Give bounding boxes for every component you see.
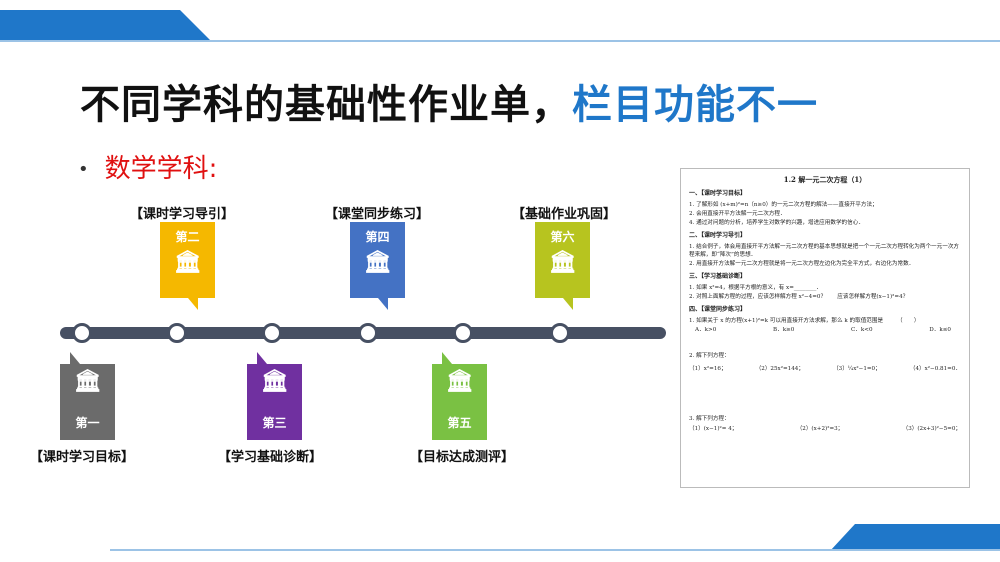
header-divider bbox=[0, 40, 1000, 42]
title-main: 不同学科的基础性作业单， bbox=[80, 82, 572, 128]
option: C．k<0 bbox=[851, 327, 873, 334]
building-icon: 🏛 bbox=[173, 250, 202, 275]
title-highlight: 栏目功能不一 bbox=[572, 82, 818, 128]
section-heading: 一、【课时学习目标】 bbox=[689, 189, 747, 197]
bullet-dot: • bbox=[78, 159, 89, 180]
step-card-4: 第四 🏛 bbox=[350, 222, 405, 310]
step-label: 第六 bbox=[550, 230, 575, 244]
step-label: 第一 bbox=[75, 416, 100, 430]
timeline-node bbox=[167, 323, 187, 343]
footer-divider bbox=[110, 549, 1000, 551]
option: D．k≤0 bbox=[929, 327, 951, 334]
section-heading: 四、【课堂同步练习】 bbox=[689, 305, 747, 313]
option: A．k>0 bbox=[695, 327, 717, 334]
equation: （3）¼x²−1=0； bbox=[833, 365, 881, 372]
footer-accent-bar bbox=[830, 524, 1000, 551]
section-heading: 二、【课时学习导引】 bbox=[689, 231, 747, 239]
timeline-node bbox=[72, 323, 92, 343]
step-card-2: 第二 🏛 bbox=[160, 222, 215, 310]
timeline-node bbox=[262, 323, 282, 343]
building-icon: 🏛 bbox=[548, 250, 577, 275]
timeline-node bbox=[358, 323, 378, 343]
worksheet-line: 1. 如果 x²=4，根据平方根的意义，有 x=________． bbox=[689, 284, 822, 291]
worksheet-line: 1. 结合例子，体会用直接开平方法解一元二次方程的基本思想就是把一个一元二次方程… bbox=[689, 243, 960, 259]
step-label: 第四 bbox=[365, 230, 390, 244]
section-heading: 三、【学习基础诊断】 bbox=[689, 272, 747, 280]
worksheet-line: 2. 用直接开方法解一元二次方程就是将一元二次方程左边化为完全平方式，右边化为常… bbox=[689, 261, 915, 268]
step-card-5: 🏛 第五 bbox=[432, 352, 487, 440]
equation: （2）25x²=144； bbox=[755, 365, 804, 372]
worksheet-line: 2. 会用直接开平方法解一元二次方程． bbox=[689, 210, 786, 217]
equation: （3）(2x+3)²−5=0； bbox=[902, 425, 961, 432]
building-icon: 🏛 bbox=[445, 369, 474, 394]
step-caption: 【课堂同步练习】 bbox=[325, 207, 430, 222]
step-caption: 【基础作业巩固】 bbox=[512, 207, 617, 222]
worksheet-title: 1.2 解一元二次方程（1） bbox=[783, 175, 867, 184]
step-card-3: 🏛 第三 bbox=[247, 352, 302, 440]
worksheet-line: 1. 如果关于 x 的方程(x+1)²=k 可以用直接开方法求解，那么 k 的取… bbox=[689, 317, 920, 324]
option: B．k≥0 bbox=[772, 327, 795, 334]
step-label: 第二 bbox=[175, 230, 200, 244]
worksheet-line: 2. 对照上面解方程的过程，应该怎样解方程 x²−4=0？ 应该怎样解方程(x−… bbox=[689, 294, 909, 301]
step-label: 第五 bbox=[447, 416, 472, 430]
building-icon: 🏛 bbox=[260, 369, 289, 394]
step-card-6: 第六 🏛 bbox=[535, 222, 590, 310]
step-caption: 【课时学习导引】 bbox=[130, 207, 235, 222]
worksheet-line: 1. 了解形如 (x+m)²=n（n≥0）的一元二次方程的解法——直接开平方法； bbox=[689, 201, 878, 208]
equation: （1）x²=16； bbox=[689, 365, 727, 372]
subject-label: 数学学科: bbox=[104, 154, 218, 184]
subject-bullet: • 数学学科: bbox=[78, 148, 217, 185]
timeline-node bbox=[550, 323, 570, 343]
worksheet-line: 3. 解下列方程： bbox=[689, 416, 730, 423]
worksheet-preview: 1.2 解一元二次方程（1） 一、【课时学习目标】 1. 了解形如 (x+m)²… bbox=[680, 168, 970, 488]
worksheet-line: 2. 解下列方程： bbox=[689, 353, 730, 360]
step-label: 第三 bbox=[262, 416, 287, 430]
step-card-1: 🏛 第一 bbox=[60, 352, 115, 440]
equation: （4）x²−0.81=0． bbox=[909, 365, 961, 372]
slide-title: 不同学科的基础性作业单，栏目功能不一 bbox=[80, 72, 818, 130]
building-icon: 🏛 bbox=[363, 250, 392, 275]
step-caption: 【目标达成测评】 bbox=[410, 450, 515, 465]
timeline-node bbox=[453, 323, 473, 343]
step-caption: 【学习基础诊断】 bbox=[218, 450, 323, 465]
equation: （1）(x−1)²= 4； bbox=[689, 425, 738, 432]
header-accent-bar bbox=[0, 10, 210, 40]
worksheet-line: 4. 通过对问题的分析，培养学生对数学的兴趣，增进应用数学的信心． bbox=[689, 220, 864, 227]
building-icon: 🏛 bbox=[73, 369, 102, 394]
equation: （2）(x+2)²=3； bbox=[796, 425, 844, 432]
step-caption: 【课时学习目标】 bbox=[30, 450, 135, 465]
